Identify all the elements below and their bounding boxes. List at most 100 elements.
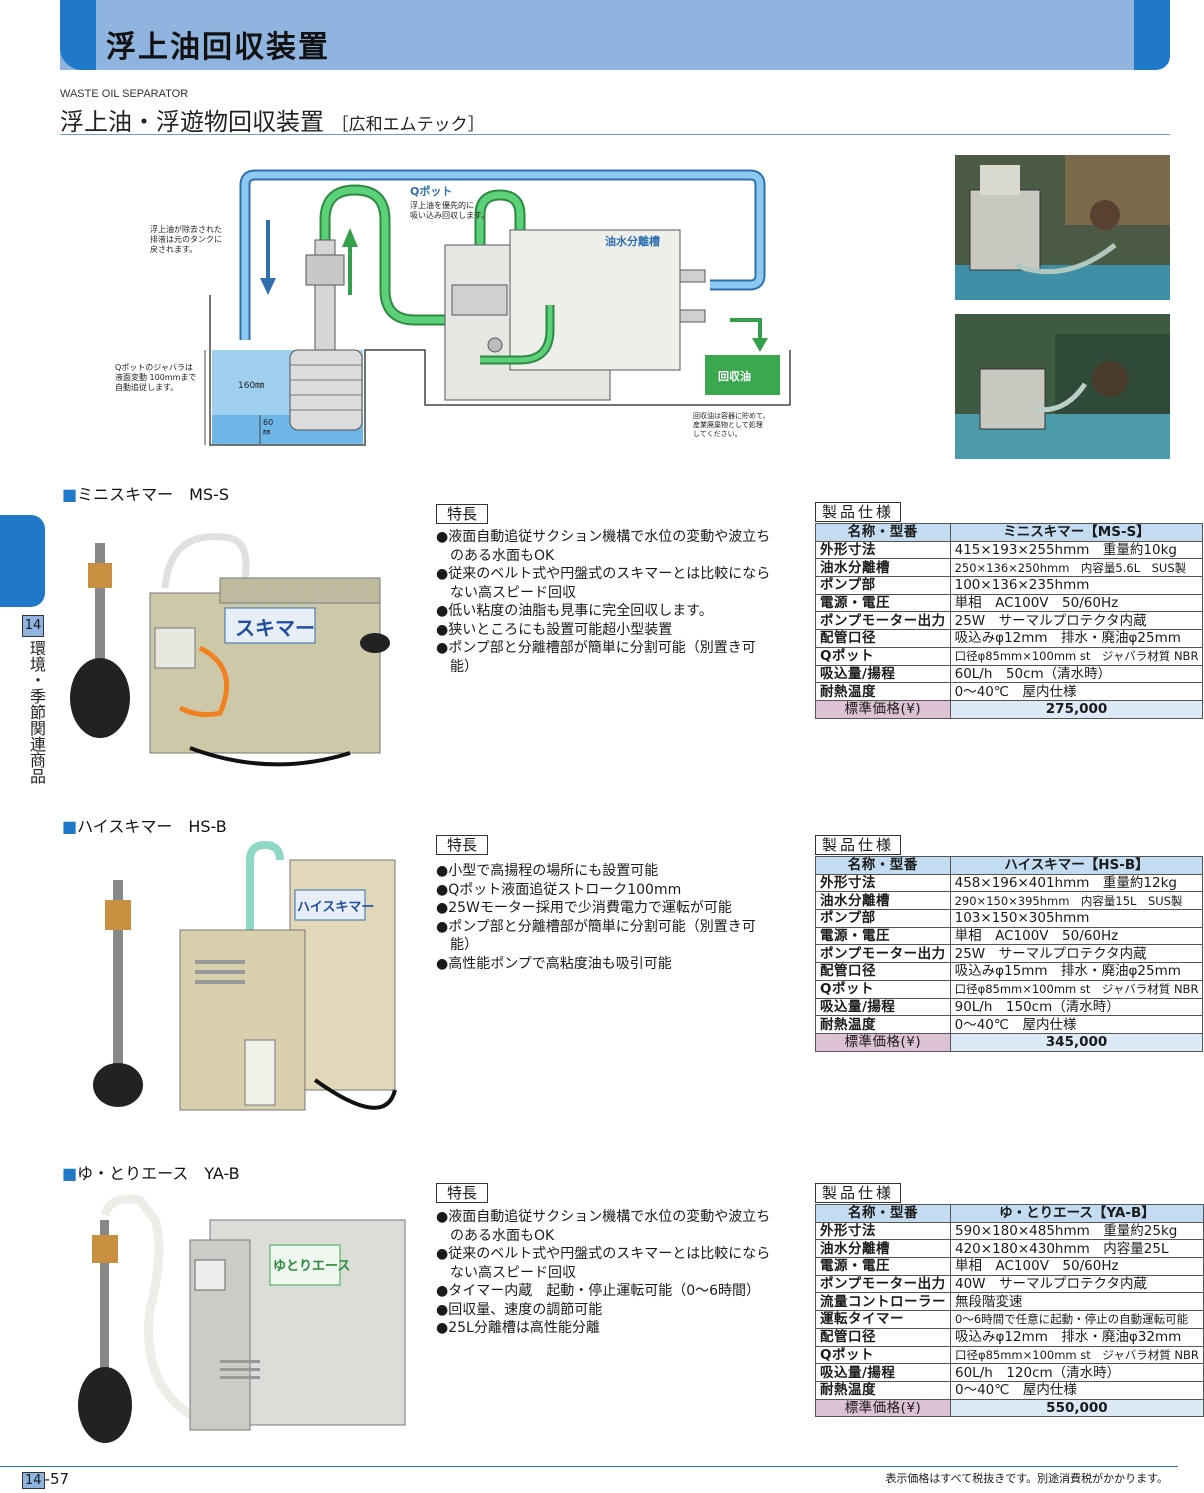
spec-value: 25W サーマルプロテクタ内蔵 xyxy=(949,611,1204,631)
feature-item: 液面自動追従サクション機構で水位の変動や波立ちのある水面もOK xyxy=(436,528,776,565)
product-title-ya-b: ■ゆ・とりエース YA-B xyxy=(62,1160,240,1184)
table-row: 配管口径吸込みφ15mm 排水・廃油φ25mm xyxy=(815,962,1204,981)
spec-value: 415×193×255hmm 重量約10kg xyxy=(949,540,1204,560)
spec-value: 103×150×305hmm xyxy=(949,909,1204,928)
spec-key: 耐熱温度 xyxy=(815,1015,951,1034)
spec-key: 油水分離槽 xyxy=(815,891,951,911)
feature-item: ポンプ部と分離槽部が簡単に分割可能（別置き可能） xyxy=(436,639,776,676)
features-list-hs-b: 小型で高揚程の場所にも設置可能 Qポット液面追従ストローク100mm 25Wモー… xyxy=(436,862,776,973)
product-image-ya-b: ゆとりエース xyxy=(78,1194,406,1443)
spec-value: ミニスキマー【MS-S】 xyxy=(949,523,1204,542)
spec-value: 40W サーマルプロテクタ内蔵 xyxy=(950,1274,1204,1294)
price-label: 標準価格(¥) xyxy=(815,1398,951,1418)
system-diagram: Qポット 浮上油を優先的に 吸い込み回収します。 浮上油が除去された 排液は元の… xyxy=(115,169,791,446)
spec-value: 60L/h 50cm（清水時） xyxy=(949,664,1204,684)
table-row: Qポット口径φ85mm×100mm st ジャバラ材質 NBR xyxy=(815,1345,1204,1365)
spec-value: 口径φ85mm×100mm st ジャバラ材質 NBR xyxy=(950,1345,1204,1365)
spec-value: 0～6時間で任意に起動・停止の自動運転可能 xyxy=(950,1310,1204,1329)
feature-item: 低い粘度の油脂も見事に完全回収します。 xyxy=(436,602,776,621)
page-number: 14-57 xyxy=(22,1470,69,1489)
page-chapter: 14 xyxy=(22,1472,45,1489)
spec-value: 口径φ85mm×100mm st ジャバラ材質 NBR xyxy=(949,979,1204,999)
features-label: 特長 xyxy=(436,504,488,524)
table-row: 電源・電圧単相 AC100V 50/60Hz xyxy=(815,1257,1204,1276)
price-row: 標準価格(¥)345,000 xyxy=(815,1032,1204,1052)
product-title-text: ミニスキマー MS-S xyxy=(77,485,230,504)
spec-key: Qポット xyxy=(815,1345,951,1365)
spec-value: 458×196×401hmm 重量約12kg xyxy=(949,873,1204,893)
table-row: 流量コントローラー無段階変速 xyxy=(815,1292,1204,1312)
product-title-text: ハイスキマー HS-B xyxy=(77,817,227,836)
spec-value: 420×180×430hmm 内容量25L xyxy=(950,1239,1204,1259)
feature-item: ポンプ部と分離槽部が簡単に分割可能（別置き可能） xyxy=(436,918,776,955)
price-value: 275,000 xyxy=(949,699,1204,719)
spec-value: 0～40℃ 屋内仕様 xyxy=(949,1015,1204,1034)
spec-key: 流量コントローラー xyxy=(815,1292,951,1312)
product-title-ms-s: ■ミニスキマー MS-S xyxy=(62,481,229,505)
qpot-note-2: 吸い込み回収します。 xyxy=(410,210,489,220)
separator-label: 油水分離槽 xyxy=(605,234,660,248)
bellows-note-1: Qポットのジャバラは xyxy=(115,363,193,372)
installation-photo-2 xyxy=(955,314,1170,459)
feature-item: 液面自動追従サクション機構で水位の変動や波立ちのある水面もOK xyxy=(436,1208,776,1245)
price-row: 標準価格(¥)550,000 xyxy=(815,1398,1204,1418)
spec-key: 吸込量/揚程 xyxy=(815,997,951,1017)
recovered-note-2: 産業廃棄物として処理 xyxy=(693,420,763,429)
heading-text: 浮上油・浮遊物回収装置 xyxy=(60,108,324,136)
specs-label: 製品仕様 xyxy=(815,1183,901,1203)
chapter-number: 14 xyxy=(22,615,44,637)
spec-value: 60L/h 120cm（清水時） xyxy=(950,1363,1204,1382)
installation-photo-1 xyxy=(955,155,1170,300)
feature-item: 25Wモーター採用で少消費電力で運転が可能 xyxy=(436,899,776,918)
spec-key: 名称・型番 xyxy=(815,856,951,875)
table-row: Qポット口径φ85mm×100mm st ジャバラ材質 NBR xyxy=(815,646,1204,666)
spec-value: ハイスキマー【HS-B】 xyxy=(949,856,1204,875)
spec-value: ゆ・とりエース【YA-B】 xyxy=(950,1204,1204,1223)
spec-value: 100×136×235hmm xyxy=(949,576,1204,595)
spec-key: 油水分離槽 xyxy=(815,1239,951,1259)
heading-divider xyxy=(60,134,1170,135)
banner-accent-right xyxy=(1134,0,1170,70)
maker-name: ［広和エムテック］ xyxy=(331,115,485,135)
feature-item: 従来のベルト式や円盤式のスキマーとは比較にならない高スピード回収 xyxy=(436,565,776,602)
spec-value: 吸込みφ15mm 排水・廃油φ25mm xyxy=(949,962,1204,981)
spec-key: ポンプモーター出力 xyxy=(815,944,951,964)
table-row: 名称・型番ミニスキマー【MS-S】 xyxy=(815,523,1204,542)
feature-item: 回収量、速度の調節可能 xyxy=(436,1301,776,1320)
qpot-label: Qポット xyxy=(410,184,452,198)
page-title: 浮上油回収装置 xyxy=(106,30,330,65)
spec-key: 名称・型番 xyxy=(815,523,951,542)
hs-b-badge: ハイスキマー xyxy=(297,900,374,915)
spec-key: 電源・電圧 xyxy=(815,1257,951,1276)
table-row: 配管口径吸込みφ12mm 排水・廃油φ32mm xyxy=(815,1327,1204,1347)
spec-key: 運転タイマー xyxy=(815,1310,951,1329)
price-value: 345,000 xyxy=(949,1032,1204,1052)
spec-key: ポンプ部 xyxy=(815,909,951,928)
spec-key: 耐熱温度 xyxy=(815,1380,951,1400)
spec-key: 油水分離槽 xyxy=(815,558,951,578)
features-label: 特長 xyxy=(436,1183,488,1203)
spec-key: 配管口径 xyxy=(815,629,951,648)
spec-key: 名称・型番 xyxy=(815,1204,951,1223)
spec-key: 外形寸法 xyxy=(815,873,951,893)
spec-key: 配管口径 xyxy=(815,1327,951,1347)
banner-accent-left xyxy=(60,0,96,70)
feature-item: 25L分離槽は高性能分離 xyxy=(436,1319,776,1338)
return-note-2: 排液は元のタンクに xyxy=(150,234,222,244)
recovered-note-3: してください。 xyxy=(693,430,742,438)
section-bullet-icon: ■ xyxy=(62,1164,78,1183)
spec-value: 290×150×395hmm 内容量15L SUS製 xyxy=(949,891,1204,911)
product-title-hs-b: ■ハイスキマー HS-B xyxy=(62,813,227,837)
chapter-tab[interactable] xyxy=(0,515,45,607)
